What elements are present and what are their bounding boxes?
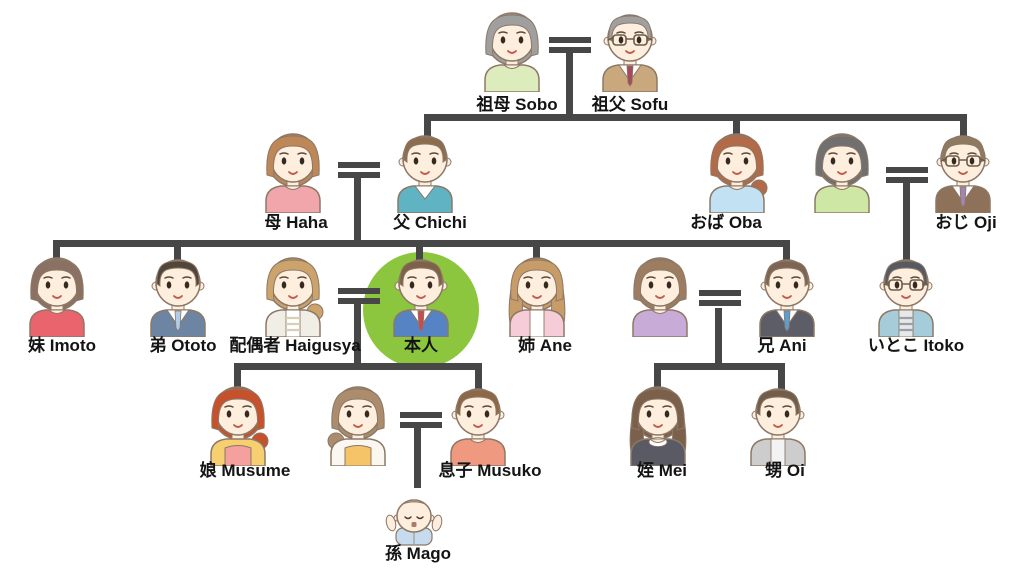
person-oba [697,133,777,213]
person-oi [738,386,818,466]
marriage-equal-bars [400,422,442,428]
person-figure-haigusya [265,257,324,337]
connector-line [960,114,967,142]
person-figure-ani-wife [632,257,688,337]
connector-line [566,50,573,121]
person-musuko-wife [318,386,398,466]
glasses-icon [883,279,929,291]
person-ane [497,257,577,337]
connector-line [733,121,740,142]
person-sobo [472,12,552,92]
glasses-icon [607,34,653,46]
marriage-equal-bars [886,167,928,173]
label-itoko: いとこ Itoko [867,336,965,355]
person-figure-sobo [484,12,540,92]
marriage-equal-bars [886,177,928,183]
marriage-equal-bars [549,47,591,53]
connector-line [903,181,910,261]
label-musume: 娘 Musume [199,461,291,480]
person-figure-mei [629,386,687,466]
person-figure-musuko-wife [327,386,386,466]
connector-line [424,114,431,142]
label-oji: おじ Oji [935,213,997,232]
person-figure-imoto [29,257,85,337]
person-figure-ani [759,259,815,337]
person-honnin [381,257,461,337]
connector-line [416,247,423,264]
label-sofu: 祖父 Sofu [591,95,669,114]
person-figure-oji-wife [814,133,870,213]
label-chichi: 父 Chichi [393,213,467,232]
person-chichi [385,133,465,213]
person-figure-sofu [602,14,658,92]
person-figure-oji [935,135,991,213]
marriage-equal-bars [549,37,591,43]
connector-line [715,308,722,370]
label-haigusya: 配偶者 Haigusya [229,336,361,355]
person-itoko [866,257,946,337]
label-ani: 兄 Ani [757,336,807,355]
connector-line [783,243,790,266]
label-ototo: 弟 Ototo [149,336,217,355]
connector-line [53,240,790,247]
person-mago [379,496,449,551]
person-figure-musume [210,386,269,466]
marriage-equal-bars [338,288,380,294]
label-imoto: 妹 Imoto [28,336,96,355]
label-mago: 孫 Mago [384,544,452,563]
connector-line [354,302,361,370]
glasses-icon [940,155,986,167]
person-oji-wife [802,133,882,213]
person-ototo [138,257,218,337]
person-figure-haha [265,133,321,213]
person-haha [253,133,333,213]
marriage-equal-bars [338,172,380,178]
connector-line [424,114,967,121]
person-figure-musuko [450,388,506,466]
person-figure-ototo [150,259,206,337]
connector-line [234,363,482,370]
person-figure-oi [750,388,806,466]
connector-line [234,366,241,391]
person-figure-chichi [397,135,453,213]
person-musuko [438,386,518,466]
person-figure-honnin [393,259,449,337]
label-sobo: 祖母 Sobo [476,95,558,114]
connector-line [475,366,482,391]
label-oba: おば Oba [690,213,762,232]
connector-line [174,247,181,264]
baby-figure-mago [385,499,443,546]
person-sofu [590,12,670,92]
label-honnin: 本人 [404,336,438,355]
marriage-equal-bars [338,298,380,304]
connector-line [654,366,661,391]
person-ani [747,257,827,337]
label-haha: 母 Haha [264,213,328,232]
person-figure-oba [709,133,768,213]
person-oji [923,133,1003,213]
label-musuko: 息子 Musuko [438,461,542,480]
person-figure-itoko [878,259,934,337]
person-musume [198,386,278,466]
connector-line [414,426,421,488]
connector-line [354,176,361,247]
connector-line [778,366,785,391]
person-imoto [17,257,97,337]
label-ane: 姉 Ane [518,336,572,355]
connector-line [53,243,60,266]
person-figure-ane [508,257,566,337]
connector-line [533,247,540,264]
person-mei [618,386,698,466]
marriage-equal-bars [400,412,442,418]
label-mei: 姪 Mei [636,461,688,480]
marriage-equal-bars [699,300,741,306]
person-haigusya [253,257,333,337]
person-ani-wife [620,257,700,337]
marriage-equal-bars [699,290,741,296]
connector-line [654,363,785,370]
label-oi: 甥 Oi [765,461,805,480]
marriage-equal-bars [338,162,380,168]
